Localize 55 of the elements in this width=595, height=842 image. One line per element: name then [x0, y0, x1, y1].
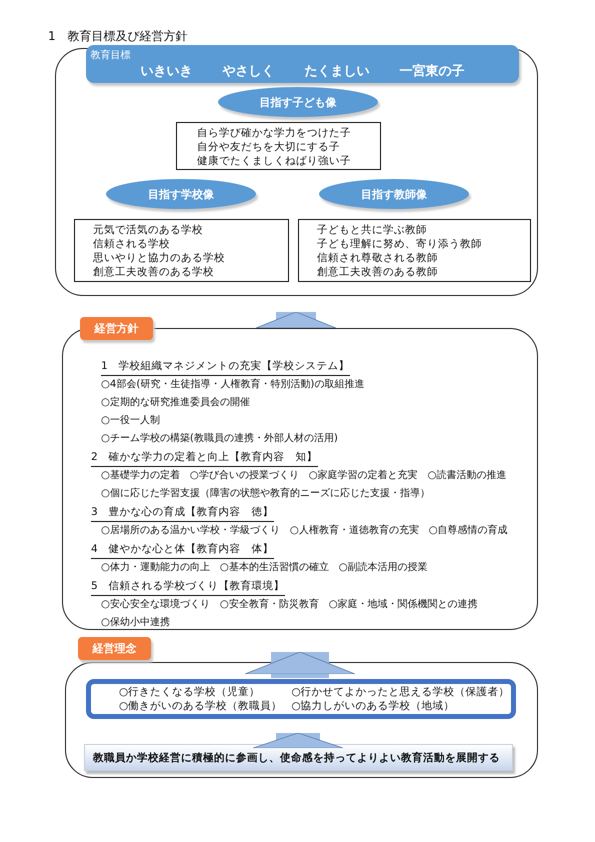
- policy-item: ○居場所のある温かい学校・学級づくり ○人権教育・道徳教育の充実 ○自尊感情の育成: [101, 524, 508, 538]
- policy-item: ○一役一人制: [101, 414, 160, 428]
- principle-item: ○協力しがいのある学校（地域）: [292, 699, 456, 713]
- policy-item: ○定期的な研究推進委員会の開催: [101, 396, 250, 410]
- goal-word: やさしく: [222, 63, 274, 80]
- goal-word: たくましい: [304, 63, 370, 80]
- rounded-panel: [55, 48, 538, 296]
- principle-box: [86, 679, 516, 719]
- banner-heading: 教育目標: [90, 48, 130, 62]
- policy-item: ○保幼小中連携: [101, 616, 170, 630]
- policy-item: ○4部会(研究・生徒指導・人権教育・特別活動)の取組推進: [101, 378, 364, 392]
- statement-bar: [84, 744, 513, 771]
- principle-item: ○働きがいのある学校（教職員）: [119, 699, 284, 713]
- policy-item: ○基礎学力の定着 ○学び合いの授業づくり ○家庭学習の定着と充実 ○読書活動の推進: [101, 468, 507, 483]
- policy-heading: 5 信頼される学校づくり【教育環境】: [91, 577, 285, 596]
- list-item: 元気で活気のある学校: [93, 223, 203, 237]
- tab-label: 経営方針: [94, 321, 138, 336]
- list-box: [298, 219, 531, 282]
- list-item: 自ら学び確かな学力をつけた子: [197, 126, 351, 140]
- list-item: 健康でたくましくねばり強い子: [197, 154, 351, 168]
- list-box: [74, 219, 289, 282]
- policy-item: ○個に応じた学習支援（障害の状態や教育的ニーズに応じた支援・指導）: [101, 486, 430, 501]
- list-item: 自分や友だちを大切にする子: [197, 140, 340, 154]
- list-item: 思いやりと協力のある学校: [93, 251, 225, 265]
- list-item: 創意工夫改善のある学校: [93, 265, 214, 279]
- ellipse-label: 目指す子ども像: [260, 94, 336, 110]
- goal-banner: [86, 45, 519, 83]
- policy-item: ○体力・運動能力の向上 ○基本的生活習慣の確立 ○副読本活用の授業: [101, 560, 428, 575]
- section-tab: [78, 637, 151, 660]
- principle-item: ○行きたくなる学校（児童）: [119, 685, 262, 699]
- list-box: [176, 122, 381, 170]
- policy-heading: 1 学校組織マネジメントの充実【学校システム】: [101, 357, 350, 376]
- policy-heading: 4 健やかな心と体【教育内容 体】: [91, 540, 274, 559]
- policy-heading: 3 豊かな心の育成【教育内容 徳】: [91, 503, 274, 522]
- rounded-panel: [65, 662, 538, 778]
- section-title: 1 教育目標及び経営方針: [48, 28, 188, 45]
- policy-item: ○安心安全な環境づくり ○安全教育・防災教育 ○家庭・地域・関係機関との連携: [101, 598, 478, 612]
- policy-heading: 2 確かな学力の定着と向上【教育内容 知】: [91, 448, 318, 467]
- list-item: 創意工夫改善のある教師: [317, 265, 438, 279]
- ellipse-label: 目指す学校像: [148, 186, 214, 202]
- goal-word: 一宮東の子: [400, 62, 464, 80]
- list-item: 子どもと共に学ぶ教師: [317, 223, 427, 237]
- block-arrow: [252, 732, 344, 748]
- tab-label: 経営理念: [92, 641, 136, 656]
- goal-word: いきいき: [140, 63, 192, 80]
- list-item: 信頼され尊敬される教師: [317, 251, 438, 265]
- list-item: 子ども理解に努め、寄り添う教師: [317, 237, 482, 251]
- ellipse-label: 目指す教師像: [361, 186, 427, 202]
- block-arrow: [256, 312, 336, 328]
- list-item: 信頼される学校: [93, 237, 170, 251]
- block-arrow: [244, 652, 356, 678]
- principle-item: ○行かせてよかったと思える学校（保護者）: [292, 685, 511, 699]
- statement-text: 教職員か学校経営に積極的に参画し、使命感を持ってよりよい教育活動を展開する: [93, 750, 500, 764]
- policy-item: ○チーム学校の構築(教職員の連携・外部人材の活用): [101, 432, 338, 446]
- section-tab: [80, 317, 153, 340]
